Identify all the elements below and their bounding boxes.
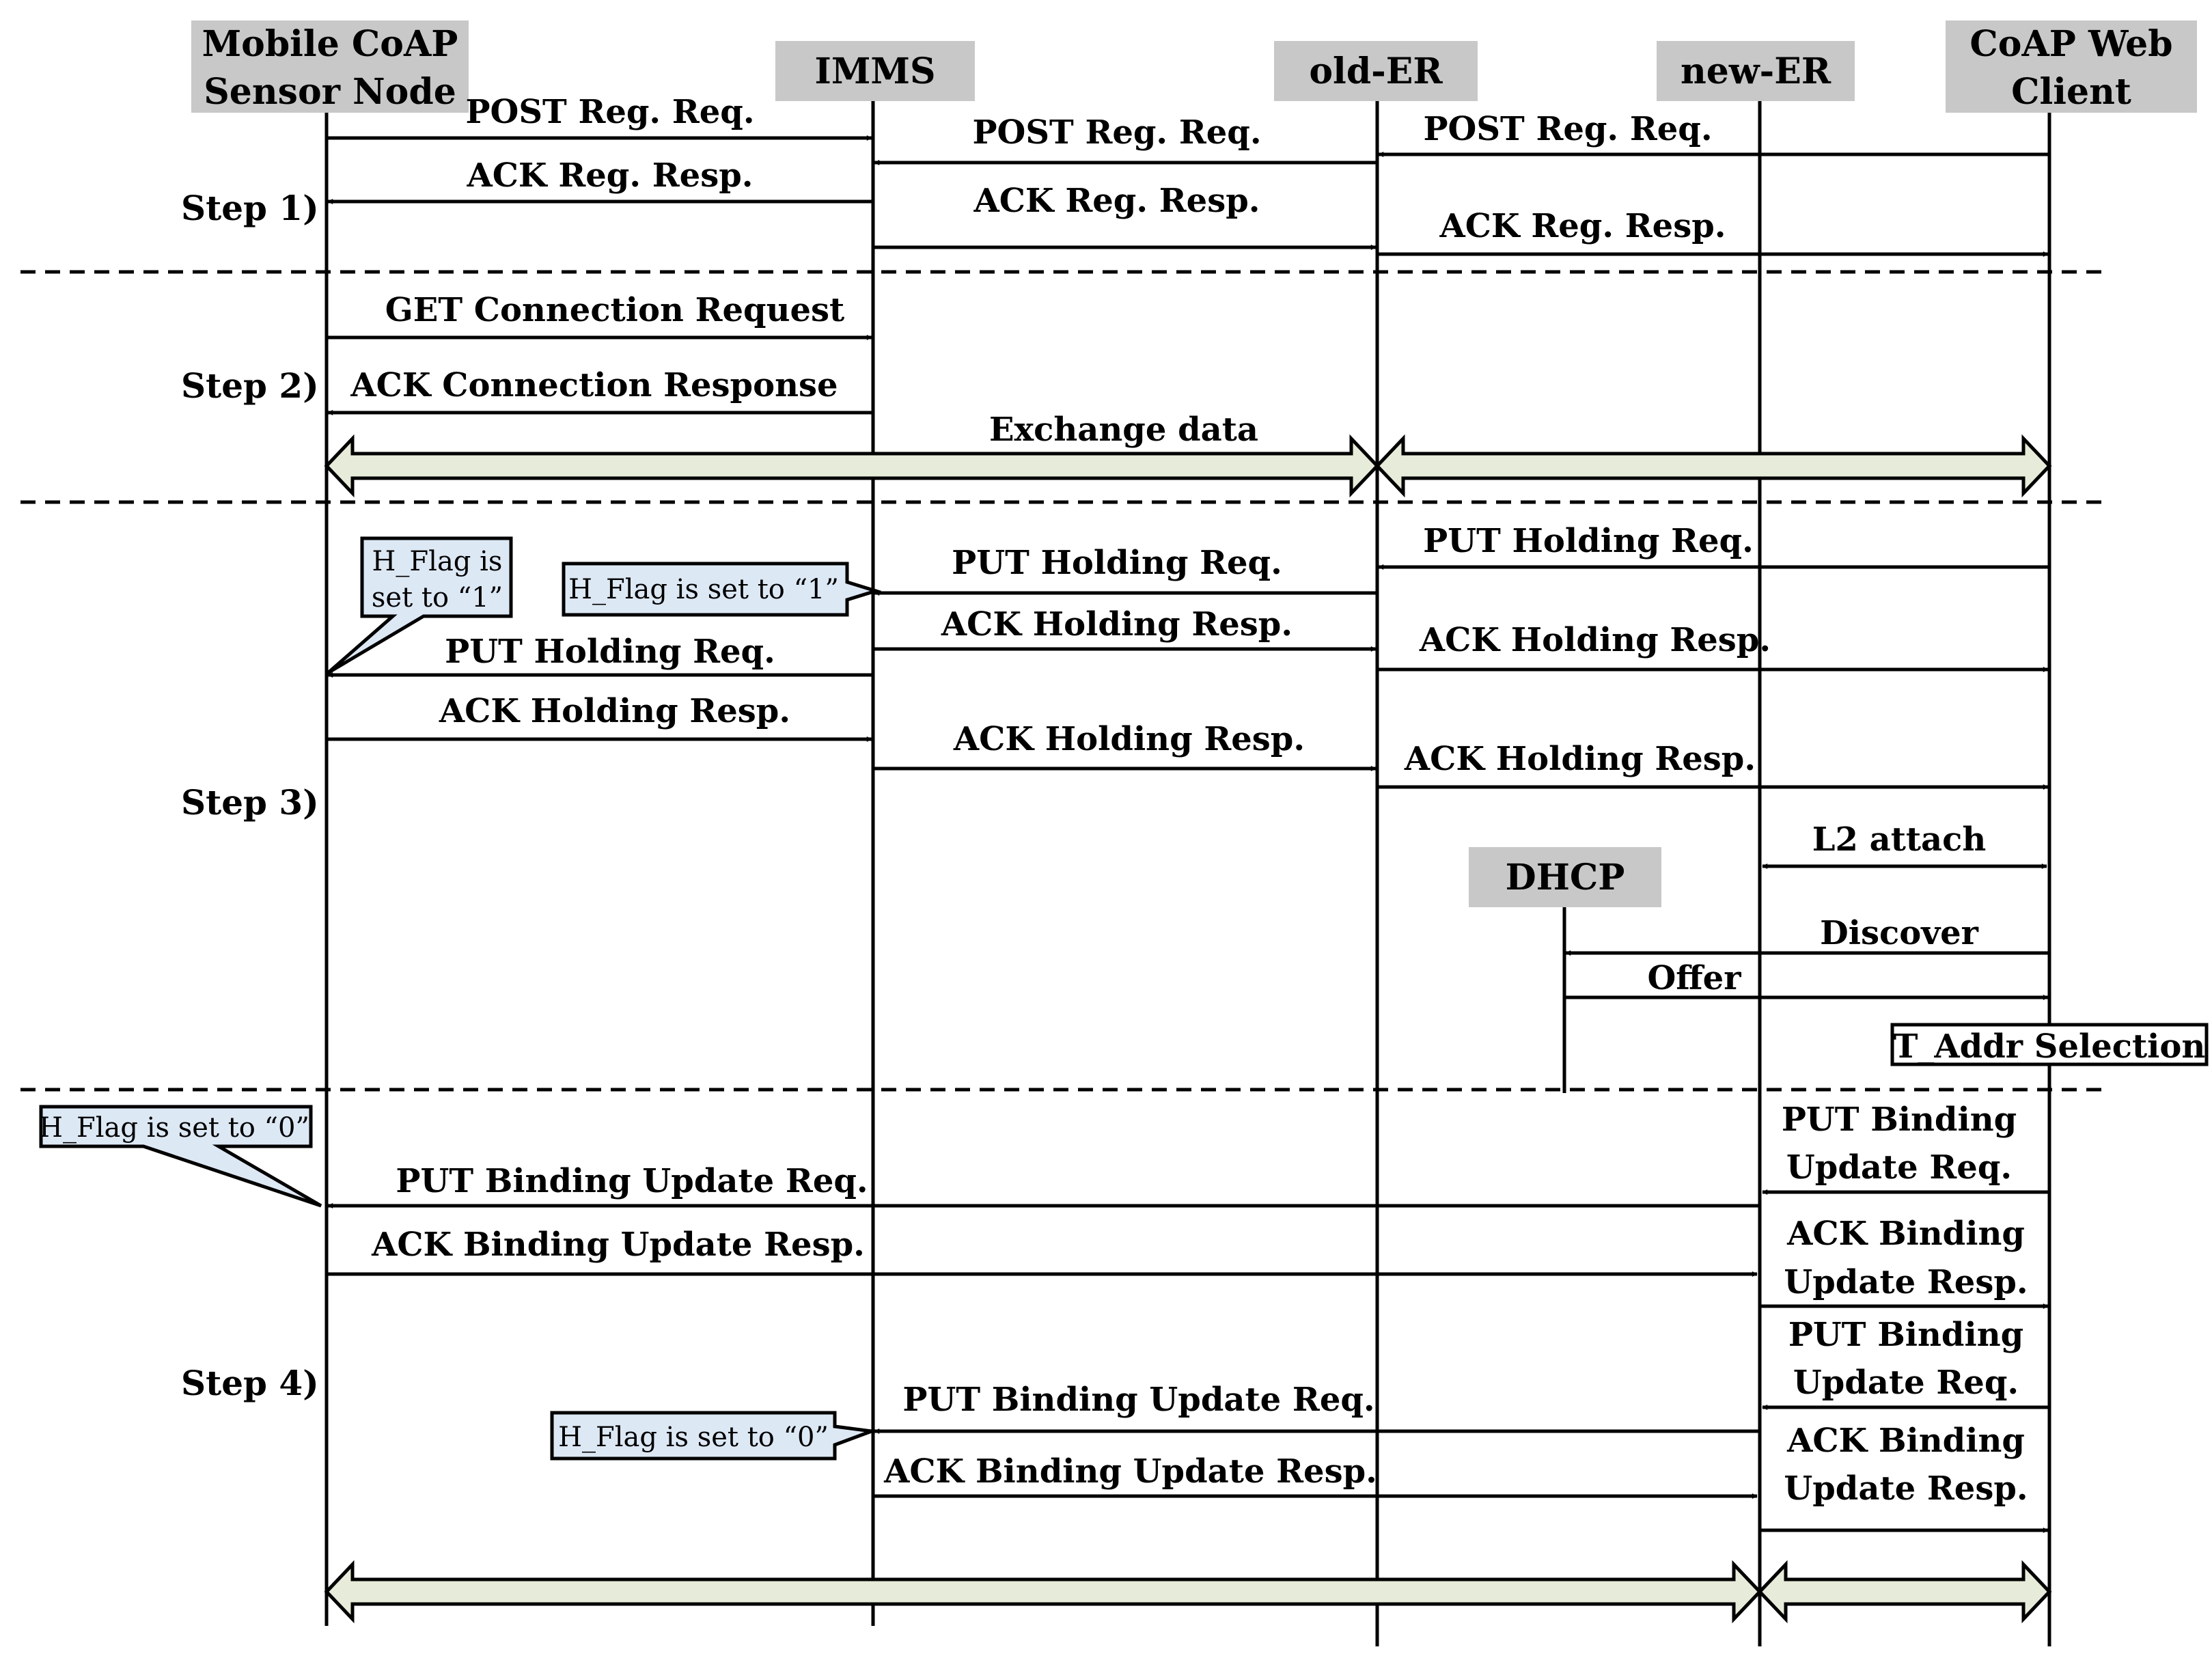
participant-mobile-label-2: Sensor Node [204,71,456,113]
msg-ack-reg-resp: ACK Reg. Resp. [1439,207,1726,245]
participant-mobile-label-1: Mobile CoAP [202,23,458,65]
msg-ack-binding-update-resp: ACK Binding Update Resp. [883,1452,1377,1491]
note-h-flag-mobile-line2: set to “1” [372,582,503,613]
msg-get-connection-request: GET Connection Request [385,291,844,329]
msg-post-reg-req: POST Reg. Req. [465,93,754,131]
participant-imms-box [775,41,975,101]
participant-new-er-label: new-ER [1681,51,1831,92]
msg-discover: Discover [1820,914,1979,952]
participant-old-er-box [1274,41,1478,101]
t-addr-selection-box [1890,1023,2209,1066]
note-callout-shape [327,536,513,675]
msg-put-binding-1: PUT Binding [1782,1101,2017,1139]
note-h-flag-imms-zero-text: H_Flag is set to “0” [558,1422,829,1453]
participant-dhcp-label: DHCP [1506,857,1625,898]
msg-put-holding-req: PUT Holding Req. [952,544,1282,582]
step-3-label: Step 3) [181,782,319,823]
msg-ack-holding-resp: ACK Holding Resp. [953,720,1305,758]
note-callout-shape [39,1105,322,1208]
msg-put-holding-req: PUT Holding Req. [445,633,775,671]
participant-dhcp: DHCP [1469,847,1661,907]
participant-imms: IMMS [775,41,975,101]
note-callout-shape [550,1411,872,1461]
msg-ack-holding-resp: ACK Holding Resp. [439,692,790,730]
msg-ack-holding-resp: ACK Holding Resp. [941,605,1292,644]
participant-mobile: Mobile CoAP Sensor Node [191,20,469,113]
step-2-label: Step 2) [181,365,319,406]
participant-client-label-2: Client [2011,71,2131,113]
msg-put-binding-3: PUT Binding [1788,1316,2023,1354]
participant-dhcp-box [1469,847,1661,907]
msg-offer: Offer [1647,959,1741,997]
msg-ack-binding-2: ACK Binding [1786,1215,2025,1253]
step-4-label: Step 4) [181,1363,319,1403]
participant-client-label-1: CoAP Web [1969,23,2172,65]
participant-imms-label: IMMS [815,51,936,92]
note-h-flag-mobile: H_Flag is set to “1” [327,536,513,675]
msg-update-resp-4: Update Resp. [1784,1469,2028,1508]
msg-post-reg-req: POST Reg. Req. [1423,110,1712,148]
note-h-flag-imms-text: H_Flag is set to “1” [568,574,839,605]
msg-ack-holding-resp: ACK Holding Resp. [1404,740,1756,778]
step-1-label: Step 1) [181,188,319,228]
msg-ack-binding-update-resp: ACK Binding Update Resp. [371,1226,865,1264]
msg-l2-attach: L2 attach [1812,820,1987,859]
msg-ack-reg-resp: ACK Reg. Resp. [973,182,1260,220]
note-h-flag-mobile-zero: H_Flag is set to “0” [39,1105,322,1208]
msg-ack-holding-resp: ACK Holding Resp. [1419,621,1771,659]
participant-client-box [1946,20,2197,113]
exchange-data-arrow-new-right [1757,1560,2052,1624]
msg-t-addr-selection: T_Addr Selection [1894,1027,2206,1066]
msg-update-req-1: Update Req. [1786,1148,2012,1187]
msg-put-binding-update-req: PUT Binding Update Req. [396,1162,868,1200]
exchange-data-arrow-new-left [324,1560,1762,1624]
participant-old-er-label: old-ER [1309,51,1443,92]
msg-ack-binding-4: ACK Binding [1786,1422,2025,1460]
msg-put-binding-update-req: PUT Binding Update Req. [902,1381,1374,1419]
participant-new-er-box [1657,41,1855,101]
msg-exchange-data: Exchange data [989,411,1258,449]
participant-new-er: new-ER [1657,41,1855,101]
note-h-flag-mobile-line1: H_Flag is [372,546,503,577]
note-h-flag-imms: H_Flag is set to “1” [562,562,882,617]
msg-update-req-3: Update Req. [1793,1364,2019,1402]
exchange-data-arrow-right [1374,434,2052,498]
msg-update-resp-2: Update Resp. [1784,1263,2028,1301]
msg-post-reg-req: POST Reg. Req. [972,113,1261,152]
msg-ack-connection-response: ACK Connection Response [350,366,838,404]
note-h-flag-mobile-zero-text: H_Flag is set to “0” [39,1112,309,1144]
participant-mobile-box [191,20,469,113]
msg-put-holding-req: PUT Holding Req. [1423,522,1754,560]
participant-old-er: old-ER [1274,41,1478,101]
msg-ack-reg-resp: ACK Reg. Resp. [466,156,753,195]
note-callout-shape [562,562,882,617]
note-h-flag-imms-zero: H_Flag is set to “0” [550,1411,872,1461]
participant-client: CoAP Web Client [1946,20,2197,113]
